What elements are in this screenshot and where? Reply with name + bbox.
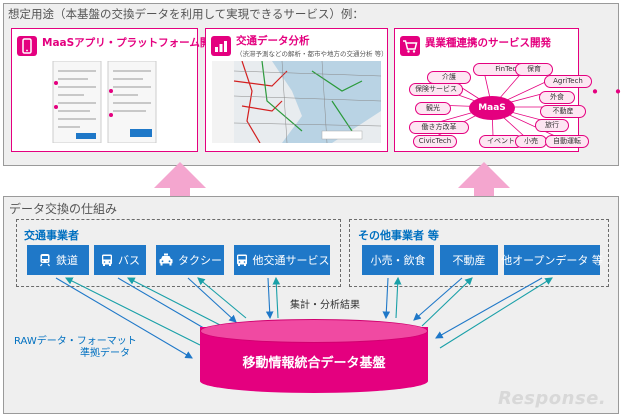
maas-node: CivicTech [413, 135, 457, 148]
maas-node: 観光 [415, 102, 451, 115]
pink-up-arrow-right [458, 162, 510, 216]
use-case-title: MaaSアプリ・プラットフォーム開発 [42, 37, 221, 49]
maas-node: AgriTech [544, 75, 592, 88]
raw-data-label-line1: RAWデータ・フォーマット [14, 336, 137, 347]
aggregate-label: 集計・分析結果 [290, 300, 360, 311]
operator-label: 鉄道 [56, 254, 78, 267]
response-logo: Response. [498, 388, 607, 409]
use-case-subtitle: （渋滞予測などの解析・都市や地方の交通分析 等） [236, 50, 388, 58]
transport-group-box [16, 219, 341, 287]
mechanism-title: データ交換の仕組み [9, 202, 118, 216]
use-case-title: 異業種連携のサービス開発 [425, 37, 551, 49]
use-case-maas-app: MaaSアプリ・プラットフォーム開発 [11, 28, 221, 152]
operator-bus: バス [94, 245, 146, 275]
operator-other-transport: 他交通サービス [234, 245, 330, 275]
operator-retail: 小売・飲食 [362, 245, 434, 275]
operator-taxi: タクシー [156, 245, 224, 275]
use-cases-title: 想定用途（本基盤の交換データを利用して実現できるサービス）例： [8, 7, 364, 21]
operator-railway: 鉄道 [27, 245, 89, 275]
maas-node: 小売 [515, 135, 547, 148]
operator-label: タクシー [178, 254, 222, 267]
train-icon [40, 254, 50, 267]
maas-node: 保育 [515, 63, 553, 76]
pink-up-arrow-left [154, 162, 206, 216]
other-group-label: その他事業者 等 [358, 229, 439, 242]
operator-real-estate: 不動産 [440, 245, 498, 275]
maas-center-node: MaaS [469, 96, 515, 120]
maas-node: 保険サービス [409, 83, 463, 96]
bus-icon [236, 254, 247, 266]
maas-node: 外食 [539, 91, 575, 104]
operator-label: 他交通サービス [252, 254, 330, 267]
traffic-map-screenshot [212, 61, 381, 145]
operator-label: 小売・飲食 [370, 254, 426, 267]
platform-label: 移動情報統合データ基盤 [242, 356, 386, 371]
transport-group-label: 交通事業者 [24, 229, 79, 242]
operator-label: 不動産 [452, 254, 486, 267]
maas-node: 働き方改革 [409, 121, 469, 134]
raw-data-label-line2: 準拠データ [80, 348, 130, 359]
cart-icon [400, 36, 420, 56]
maas-node: 自動運転 [545, 135, 589, 148]
maas-app-screenshot [18, 61, 191, 145]
other-group-box [349, 219, 609, 287]
maas-node: 不動産 [540, 105, 586, 118]
operator-label: バス [118, 254, 140, 267]
operator-label: 他オープンデータ 等 [501, 254, 603, 267]
taxi-icon [159, 253, 173, 266]
platform-cylinder-top [200, 319, 428, 343]
smartphone-icon [17, 36, 37, 56]
maas-node: 旅行 [535, 119, 569, 132]
chart-icon [211, 36, 231, 56]
bus-icon [102, 254, 112, 266]
use-case-traffic-analysis: 交通データ分析 （渋滞予測などの解析・都市や地方の交通分析 等） [205, 28, 388, 152]
more-ellipsis: ・・・ [585, 80, 624, 104]
use-case-title: 交通データ分析 [236, 35, 310, 47]
operator-open-data: 他オープンデータ 等 [501, 245, 603, 275]
